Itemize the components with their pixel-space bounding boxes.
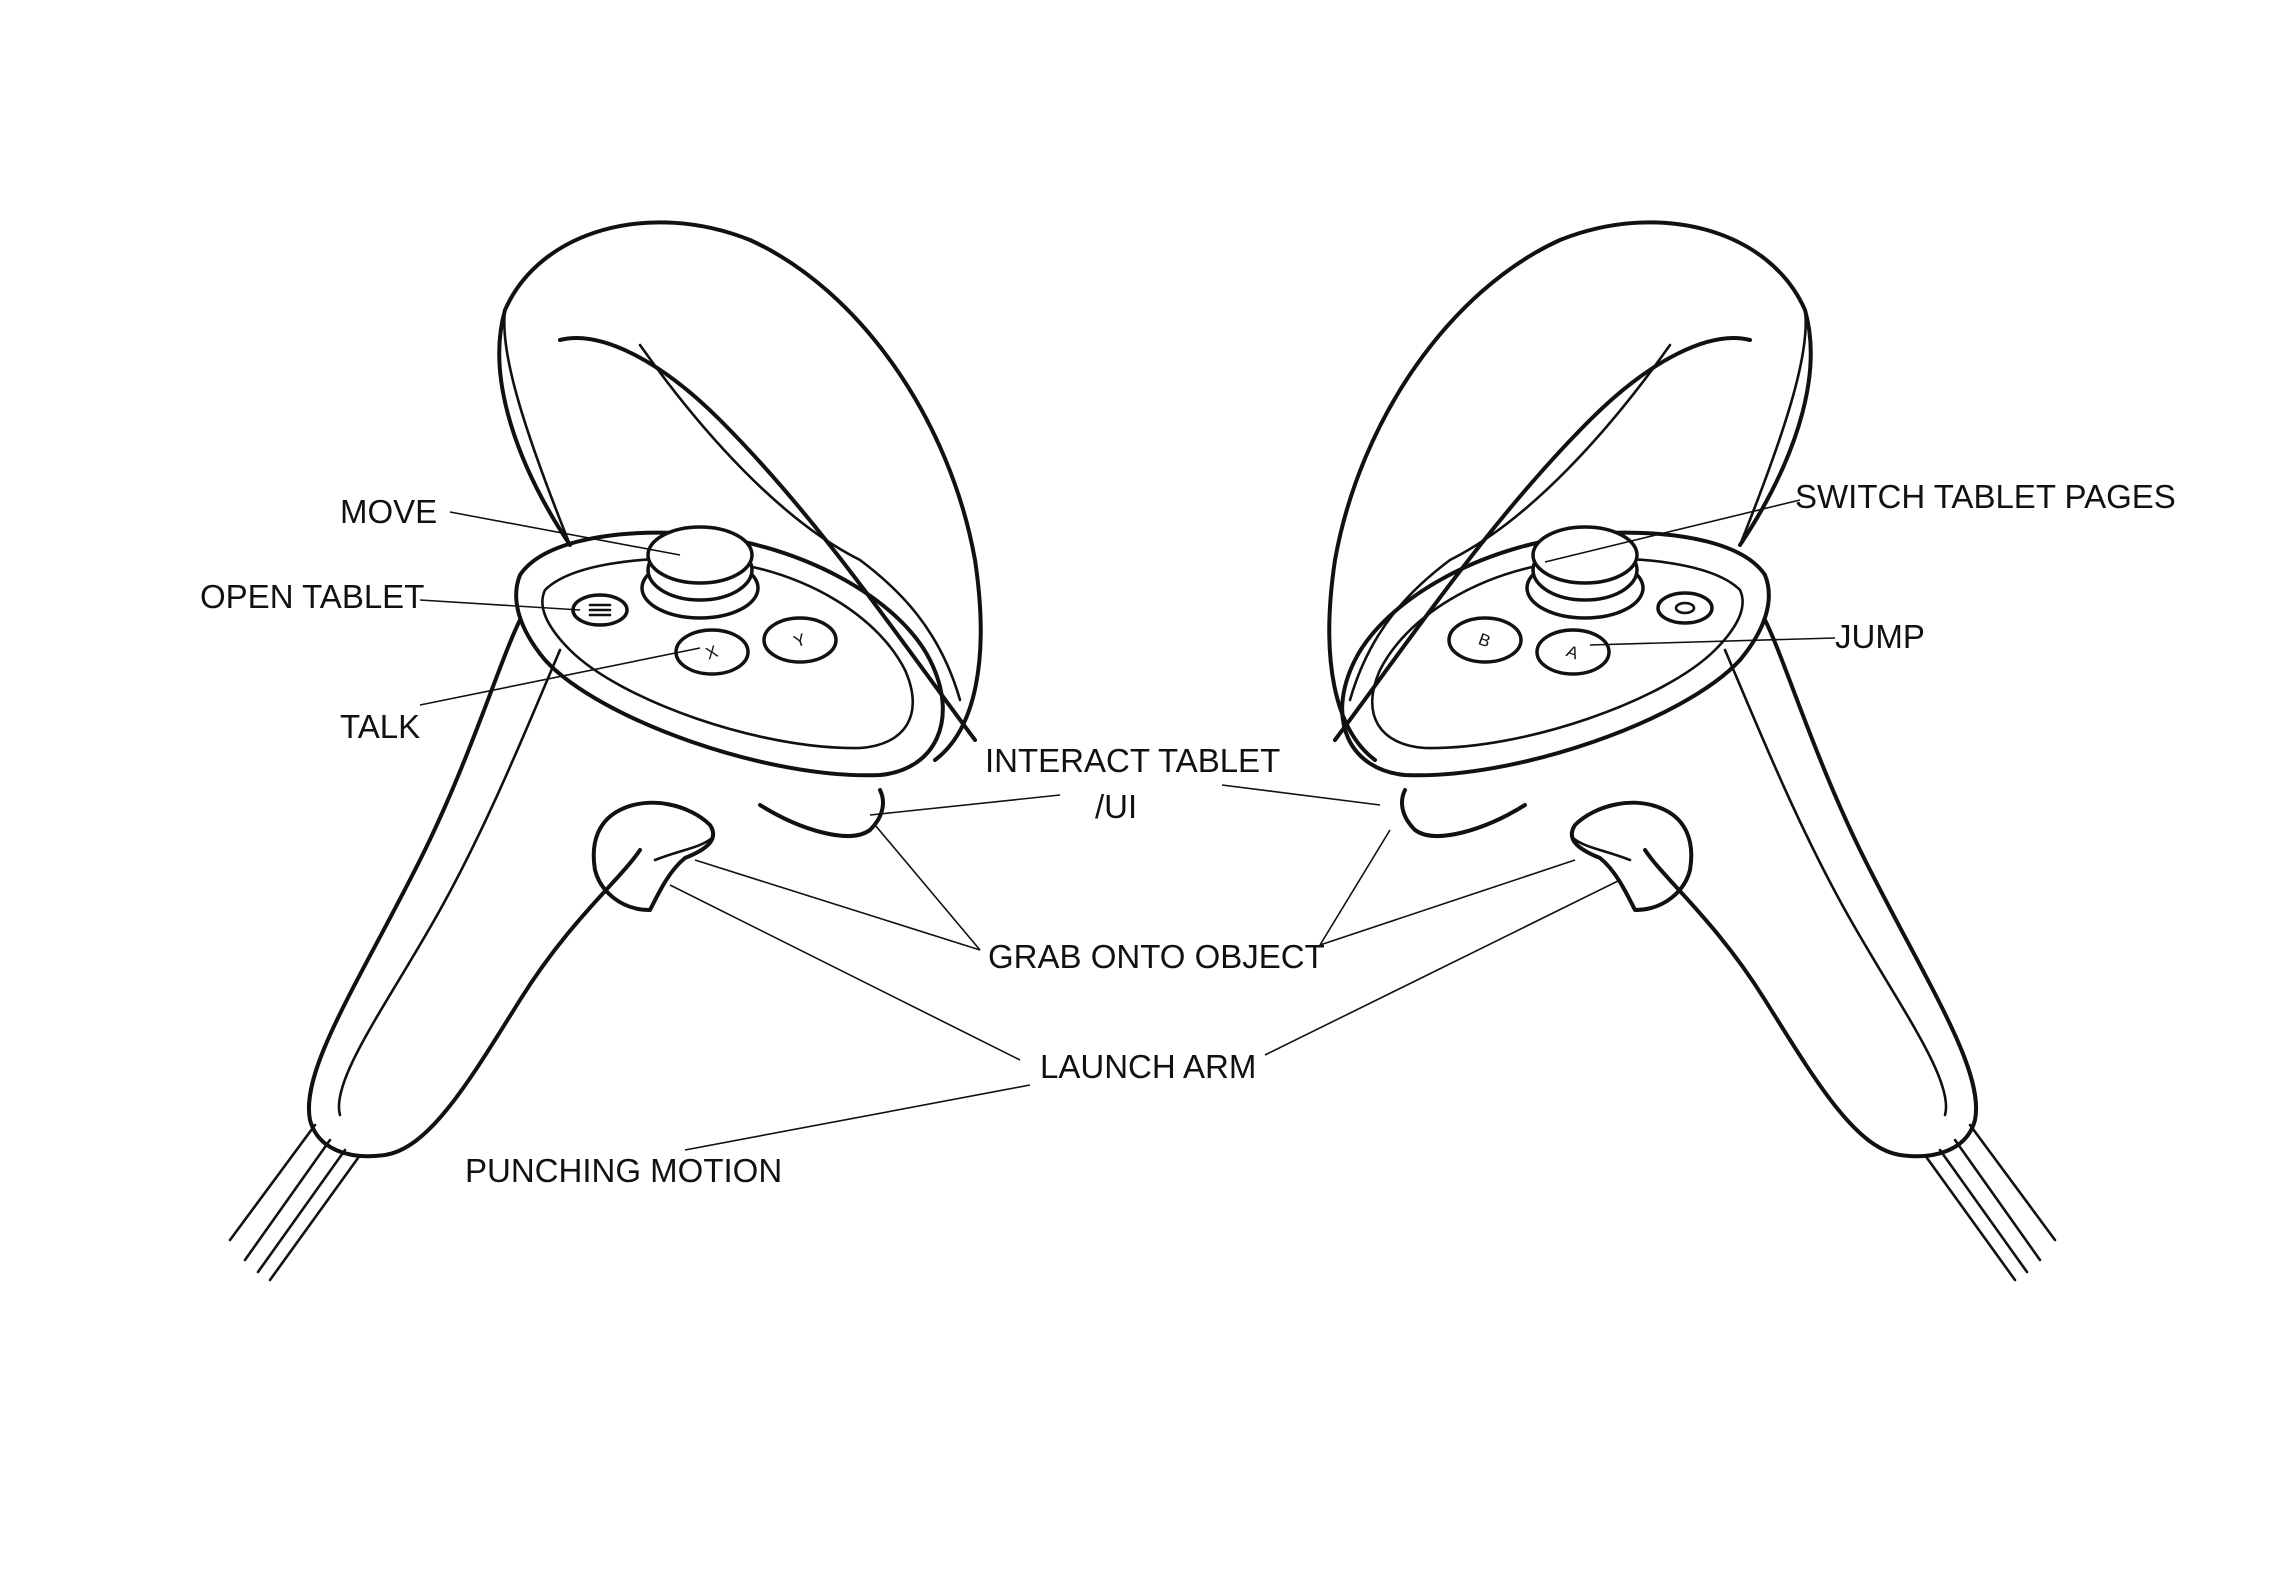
left-cable xyxy=(228,1123,360,1282)
right-controller: B A xyxy=(1327,220,2057,1282)
leader-launch-right xyxy=(1264,879,1621,1056)
right-a-button[interactable] xyxy=(1535,628,1611,676)
left-controller: X Y xyxy=(228,220,983,1282)
leader-punching xyxy=(684,1084,1031,1151)
label-interact-tablet-line1: INTERACT TABLET xyxy=(985,742,1280,779)
left-index-trigger-area xyxy=(758,788,885,838)
leader-grab-left-2 xyxy=(874,824,981,951)
right-index-trigger-area xyxy=(1400,788,1527,838)
label-launch-arm: LAUNCH ARM xyxy=(1040,1048,1256,1085)
left-tracking-ring xyxy=(497,220,983,762)
left-thumbstick[interactable] xyxy=(646,525,754,585)
leader-talk xyxy=(419,647,701,706)
leader-interact-left xyxy=(869,794,1061,816)
label-talk: TALK xyxy=(340,708,420,745)
leader-grab-left-1 xyxy=(694,859,981,951)
label-move: MOVE xyxy=(340,493,437,530)
right-b-button[interactable] xyxy=(1447,616,1523,664)
labels: MOVE OPEN TABLET TALK INTERACT TABLET /U… xyxy=(200,478,2176,1189)
leader-move xyxy=(449,511,681,556)
leader-launch-left xyxy=(669,884,1021,1061)
leader-grab-right-2 xyxy=(1319,829,1391,946)
left-y-button[interactable] xyxy=(762,616,838,664)
label-punching-motion: PUNCHING MOTION xyxy=(465,1152,782,1189)
left-handle xyxy=(306,618,642,1159)
right-tracking-ring xyxy=(1327,220,1813,762)
label-jump: JUMP xyxy=(1835,618,1925,655)
right-handle xyxy=(1643,618,1979,1159)
right-home-button[interactable] xyxy=(1656,591,1714,625)
leader-lines xyxy=(419,499,1836,1151)
left-ring-inner xyxy=(558,336,977,742)
leader-interact-right xyxy=(1221,784,1381,806)
leader-open-tablet xyxy=(419,599,581,611)
leader-jump xyxy=(1589,637,1836,646)
label-switch-tablet-pages: SWITCH TABLET PAGES xyxy=(1795,478,2176,515)
left-x-button[interactable] xyxy=(674,628,750,676)
menu-icon xyxy=(588,603,612,617)
right-cable xyxy=(1925,1123,2057,1282)
label-open-tablet: OPEN TABLET xyxy=(200,578,424,615)
left-grip-trigger xyxy=(591,800,716,912)
right-grip-trigger xyxy=(1569,800,1694,912)
leader-grab-right-1 xyxy=(1319,859,1576,946)
right-ring-inner xyxy=(1333,336,1752,742)
leader-switch-pages xyxy=(1544,499,1801,563)
oculus-icon xyxy=(1674,601,1696,615)
label-interact-tablet-line2: /UI xyxy=(1095,788,1137,825)
right-thumbstick[interactable] xyxy=(1531,525,1639,585)
label-grab-onto-object: GRAB ONTO OBJECT xyxy=(988,938,1325,975)
